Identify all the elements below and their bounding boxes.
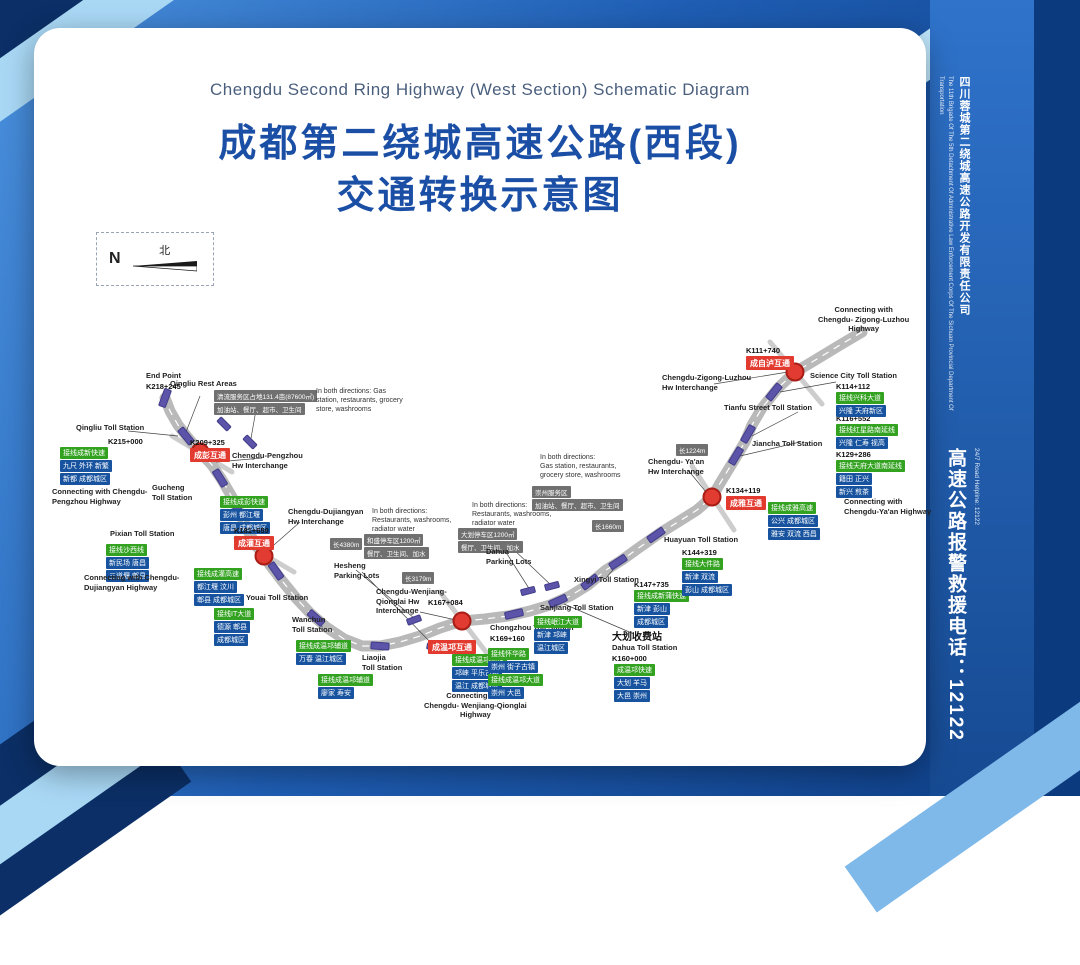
compass-n-label: N [109, 250, 121, 267]
compass-north-label: 北 [159, 244, 171, 257]
page-title-line2: 交通转换示意图 [336, 175, 624, 217]
sidebar-panel [930, 0, 1034, 796]
org-name-zh: 四川蓉城第二绕城高速公路开发有限责任公司 [958, 76, 970, 316]
org-name-en: The 11th Brigade Of The 5th Detachment O… [938, 76, 953, 411]
compass-needle: 北 [132, 242, 197, 277]
background-stripe [1034, 0, 1080, 796]
north-arrow-icon [132, 260, 197, 271]
road-helpline-en: 24/7 Road Helpline: 12122 [972, 448, 980, 525]
sidebar-organizations: The 11th Brigade Of The 5th Detachment O… [936, 76, 1080, 428]
compass: N 北 [96, 232, 214, 286]
subtitle-english: Chengdu Second Ring Highway (West Sectio… [210, 80, 750, 99]
sidebar-hotlines: 高速公路报警救援电话：12122 24/7 Road Helpline: 121… [942, 448, 1080, 742]
road-helpline: 高速公路报警救援电话：12122 24/7 Road Helpline: 121… [942, 448, 1080, 742]
org-entry: The 11th Brigade Of The 5th Detachment O… [936, 76, 1080, 428]
page-title-line1: 成都第二绕城高速公路(西段) [218, 123, 742, 165]
road-helpline-zh: 高速公路报警救援电话：12122 [945, 448, 966, 742]
